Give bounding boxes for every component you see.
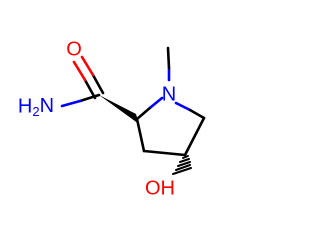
ring-bond-n1-c5 xyxy=(174,101,206,120)
ring-bond-c4-c3 xyxy=(142,149,187,157)
hashed-bond xyxy=(172,155,192,175)
amide-nitrogen-label: H2N xyxy=(18,95,54,119)
ring-nitrogen-label: N xyxy=(162,83,176,105)
wedge-bond xyxy=(99,95,139,124)
n-methyl-bond-end xyxy=(166,46,171,70)
ring-bond-c3-c2 xyxy=(135,117,146,153)
structure-canvas: O H2N N OH xyxy=(17,38,206,200)
ring-bond-c5-c4 xyxy=(183,116,206,157)
carbonyl-double-bond xyxy=(72,55,105,100)
molecule-diagram: O H2N N OH xyxy=(18,38,206,199)
carbonyl-oxygen-label: O xyxy=(66,38,82,60)
hydroxyl-label: OH xyxy=(145,177,175,199)
amide-cn-bond xyxy=(60,93,101,108)
ring-bond-c2-n1 xyxy=(135,96,164,121)
